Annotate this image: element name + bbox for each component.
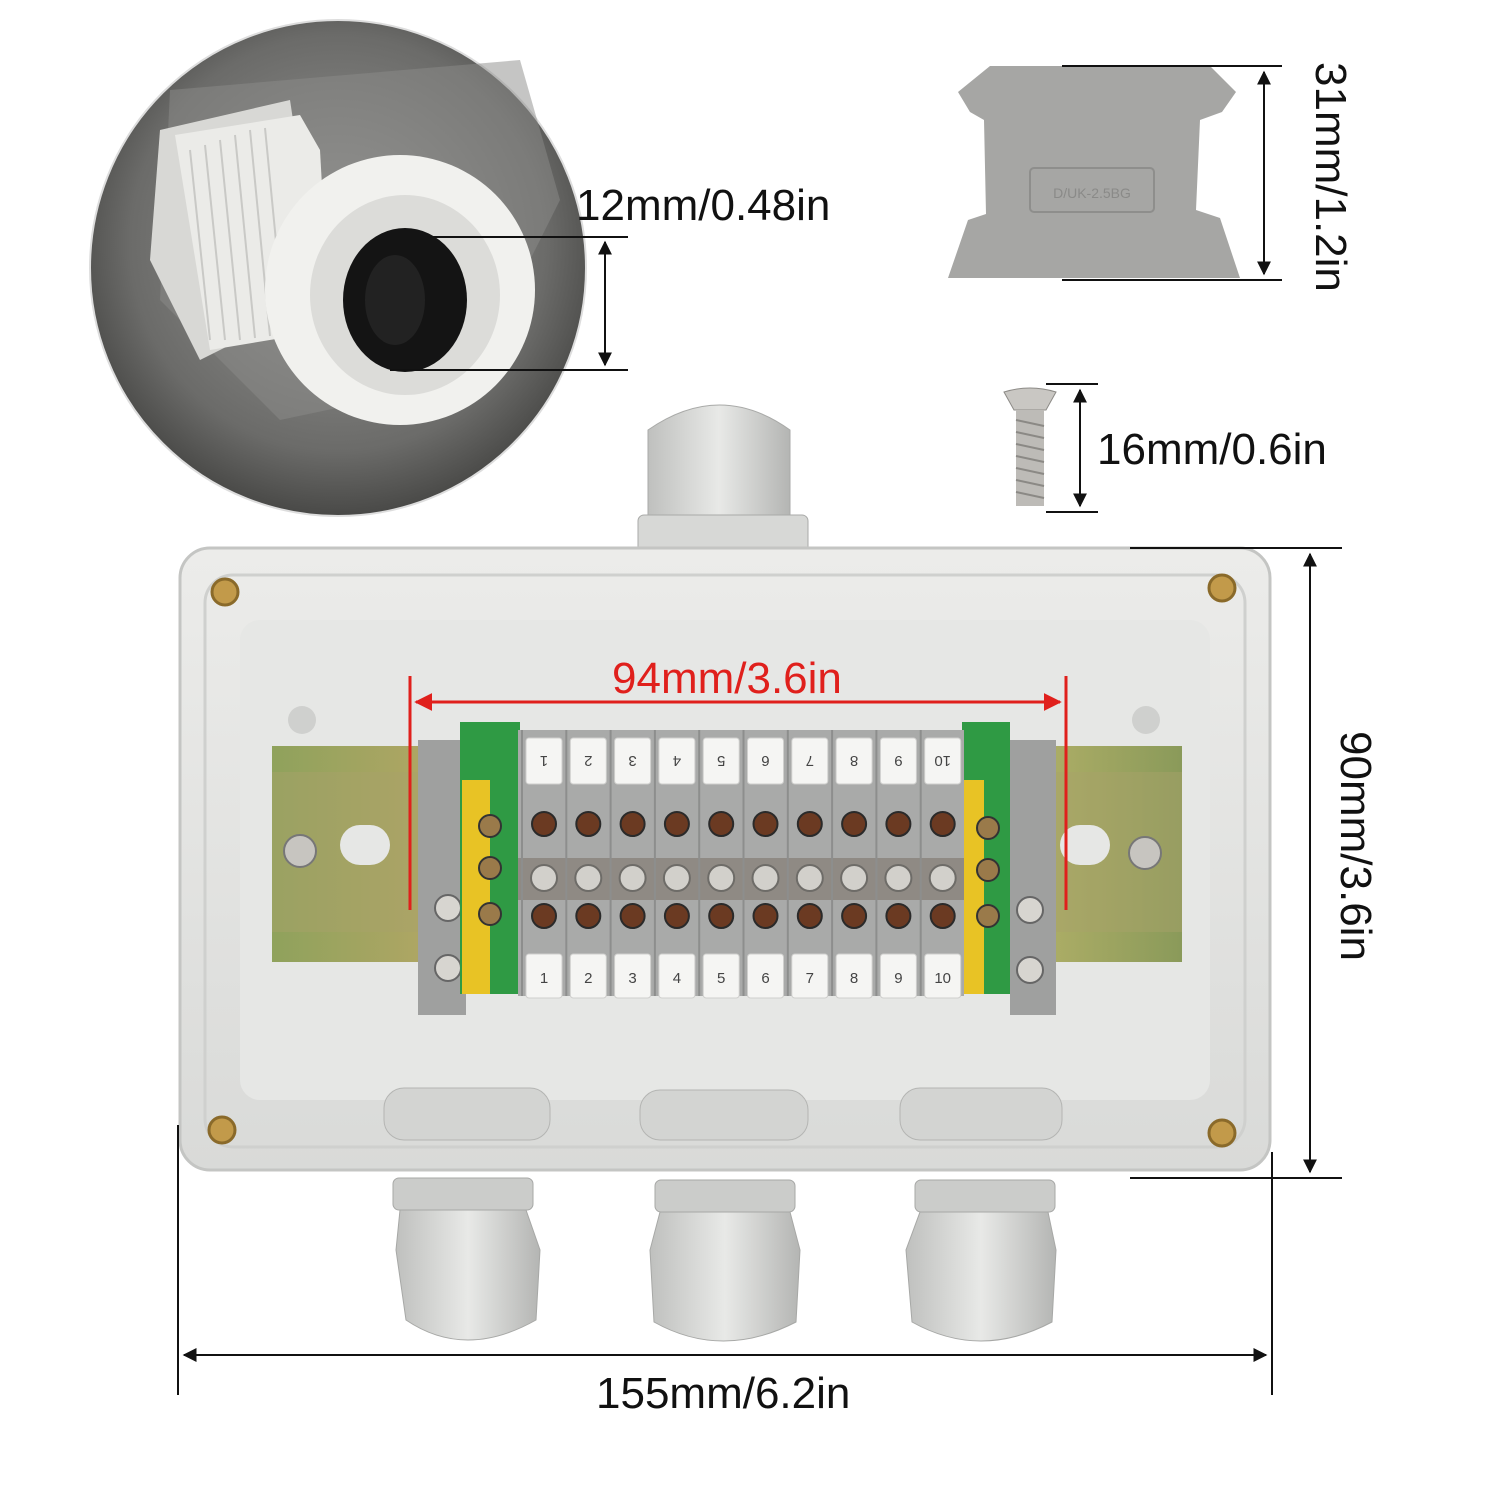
terminal-marker-top	[658, 737, 696, 785]
terminal-number-top: 7	[806, 752, 814, 769]
bridge-screw	[884, 864, 913, 892]
terminal-number-bottom: 7	[806, 970, 814, 987]
terminal-number-bottom: 4	[673, 970, 681, 987]
rail-span-label: 94mm/3.6in	[612, 654, 842, 703]
terminal-number-top: 6	[761, 752, 769, 769]
terminal-screw-top	[708, 811, 735, 837]
terminal-marker-top	[702, 737, 740, 785]
terminal-number-bottom: 9	[894, 970, 902, 987]
terminal-marker-bottom	[525, 953, 563, 999]
terminal-marker-bottom	[702, 953, 740, 999]
terminal-number-top: 8	[850, 752, 858, 769]
terminal-marker-top	[924, 737, 962, 785]
terminal-screw-top	[619, 811, 646, 837]
terminal-screw-top	[663, 811, 690, 837]
terminal-number-top: 2	[584, 752, 592, 769]
terminal-number-bottom: 2	[584, 970, 592, 987]
terminal-screw-bottom	[885, 903, 912, 929]
terminal-marker-top	[747, 737, 784, 785]
terminal-marker-top	[614, 737, 652, 785]
terminal-marker-bottom	[569, 953, 607, 999]
bridge-screw	[928, 864, 957, 892]
cable-gland-closeup	[89, 19, 587, 517]
terminal-screw-bottom	[531, 903, 557, 929]
terminal-screw-top	[531, 811, 557, 837]
gland-dimension	[390, 236, 628, 371]
terminal-number-bottom: 6	[761, 970, 769, 987]
bridge-screw	[751, 864, 780, 892]
terminal-marker-bottom	[747, 953, 784, 999]
terminal-number-bottom: 10	[934, 970, 951, 987]
terminal-screw-top	[752, 811, 779, 837]
screw-length-label: 16mm/0.6in	[1097, 425, 1327, 474]
end-plate-marking: D/UK-2.5BG	[1053, 185, 1131, 201]
bridge-screw	[707, 864, 736, 892]
terminal-number-top: 1	[540, 752, 548, 769]
bridge-screw	[530, 864, 558, 892]
terminal-number-top: 4	[673, 752, 681, 769]
bridge-screw	[662, 864, 691, 892]
terminal-screw-bottom	[575, 903, 602, 929]
terminal-number-top: 9	[894, 752, 902, 769]
end-plate-height-label: 31mm/1.2in	[1306, 62, 1355, 292]
terminal-screw-bottom	[619, 903, 646, 929]
bridge-screw	[618, 864, 647, 892]
bridge-screw	[795, 864, 824, 892]
terminal-screw-bottom	[752, 903, 779, 929]
terminal-number-bottom: 5	[717, 970, 725, 987]
terminal-screw-top	[929, 811, 956, 837]
terminal-screw-bottom	[929, 903, 956, 929]
end-plate: D/UK-2.5BG	[948, 66, 1240, 278]
bottom-cable-glands	[392, 1177, 1057, 1342]
terminal-marker-top	[569, 737, 607, 785]
box-width-dimension	[177, 1125, 1273, 1395]
terminal-units: 1 1 2 2 3 3 4 4 5 5 6 6 7 7 8 8 9 9 10 10	[521, 730, 962, 999]
terminal-screw-top	[841, 811, 868, 837]
box-width-label: 155mm/6.2in	[596, 1369, 851, 1418]
terminal-number-top: 10	[934, 752, 951, 769]
terminal-marker-top	[879, 737, 917, 785]
terminal-marker-bottom	[658, 953, 696, 999]
terminal-block: 1 1 2 2 3 3 4 4 5 5 6 6 7 7 8 8 9 9 10 10	[418, 722, 1056, 1015]
terminal-marker-bottom	[835, 953, 873, 999]
end-plate-dimension	[1062, 65, 1282, 281]
bridge-screw	[840, 864, 869, 892]
box-height-dimension	[1130, 547, 1342, 1179]
terminal-number-top: 5	[717, 752, 725, 769]
terminal-marker-bottom	[879, 953, 917, 999]
terminal-marker-bottom	[924, 953, 962, 999]
terminal-screw-bottom	[796, 903, 823, 929]
terminal-screw-bottom	[841, 903, 868, 929]
bridge-screw	[574, 864, 603, 892]
terminal-screw-top	[885, 811, 912, 837]
terminal-marker-bottom	[791, 953, 829, 999]
terminal-screw-top	[796, 811, 823, 837]
screw	[1003, 387, 1057, 506]
terminal-number-top: 3	[628, 752, 636, 769]
rail-span-dimension	[408, 676, 1068, 910]
terminal-screw-bottom	[708, 903, 735, 929]
terminal-screw-top	[575, 811, 602, 837]
screw-dimension	[1046, 383, 1098, 513]
terminal-marker-top	[791, 737, 829, 785]
terminal-marker-top	[835, 737, 873, 785]
gland-size-label: 12mm/0.48in	[576, 181, 831, 230]
terminal-marker-top	[525, 737, 563, 785]
terminal-number-bottom: 3	[628, 970, 636, 987]
box-height-label: 90mm/3.6in	[1331, 731, 1380, 961]
terminal-number-bottom: 8	[850, 970, 858, 987]
terminal-marker-bottom	[614, 953, 652, 999]
terminal-number-bottom: 1	[540, 970, 548, 987]
terminal-screw-bottom	[663, 903, 690, 929]
